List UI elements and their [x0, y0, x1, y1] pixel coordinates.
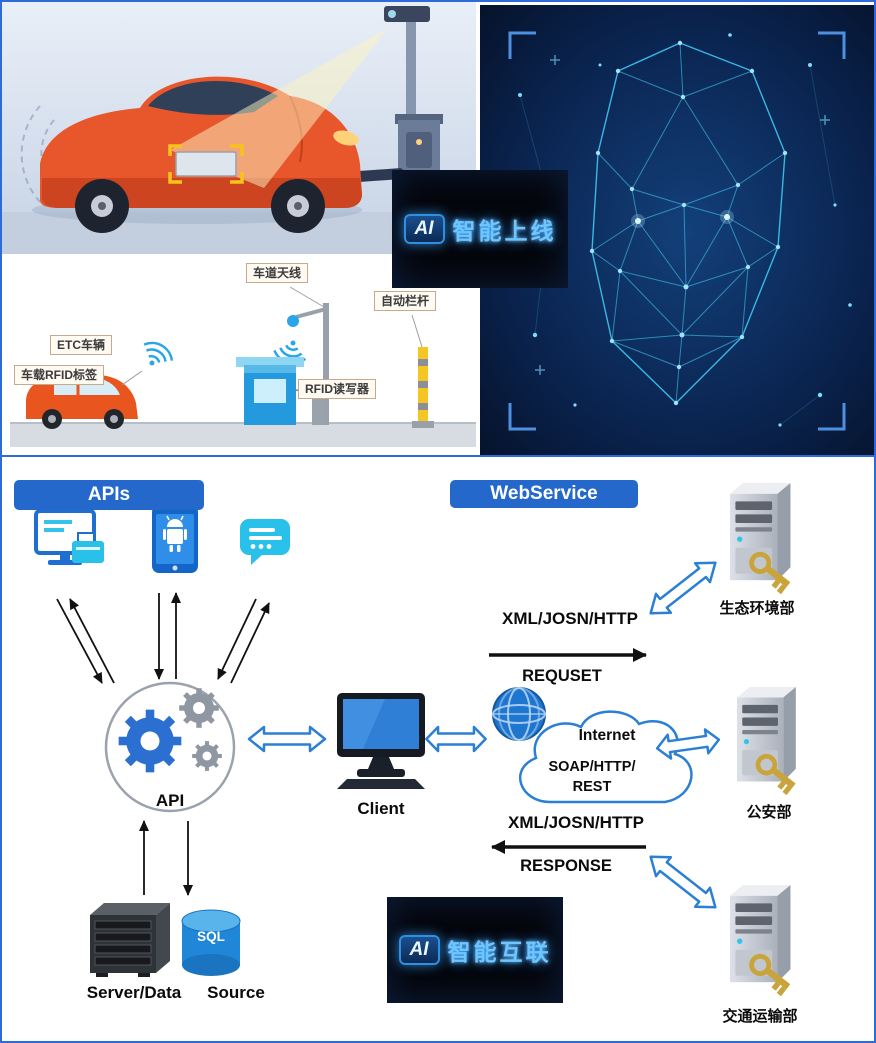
- radar-waves-icon: [20, 105, 55, 203]
- label-etc-vehicle: ETC车辆: [50, 335, 113, 356]
- focus-brackets: [508, 31, 846, 431]
- pos-terminal-icon: [34, 509, 104, 565]
- server-icon-police: [737, 687, 799, 795]
- auto-barrier-icon: [411, 314, 434, 428]
- etc-toll-panel: 车道天线 自动栏杆 ETC车辆 车载RFID标签 RFID读写器: [10, 257, 476, 457]
- response-label: RESPONSE: [520, 857, 612, 875]
- etc-road: [10, 423, 476, 447]
- ai-online-banner: AI 智能上线: [392, 170, 568, 288]
- label-rfid-tag: 车载RFID标签: [14, 365, 104, 386]
- request-label: REQUSET: [522, 667, 602, 685]
- label-lane-antenna: 车道天线: [246, 263, 309, 284]
- camera-scan-beam: [170, 28, 388, 188]
- chat-bubble-icon: [240, 519, 290, 565]
- face-mesh-icon: [589, 40, 788, 406]
- ai-connect-banner: AI 智能互联: [387, 897, 563, 1003]
- api-connection-arrows: [56, 592, 270, 684]
- client-computer-icon: [337, 693, 425, 789]
- ai-logo: AI: [398, 935, 440, 965]
- toll-booth-icon: [236, 357, 304, 425]
- internet-cloud: [518, 710, 693, 804]
- data-server-icon: [90, 903, 170, 977]
- sql-database-icon: [181, 909, 241, 976]
- ai-logo: AI: [403, 214, 445, 244]
- webservice-heading: WebService: [450, 480, 638, 508]
- plus-marks: [535, 55, 830, 375]
- sql-label: SQL: [197, 929, 225, 944]
- api-data-arrows: [139, 820, 193, 896]
- server-icon-ecology: [730, 483, 794, 594]
- label-rfid-reader: RFID读写器: [298, 379, 376, 400]
- ai-connect-text: 智能互联: [447, 939, 552, 965]
- ai-online-text: 智能上线: [452, 218, 557, 244]
- server-label-transport: 交通运输部: [722, 1008, 798, 1025]
- label-auto-barrier: 自动栏杆: [374, 291, 437, 312]
- soap-protocol-line2: REST: [572, 779, 612, 795]
- diagram-art: [34, 457, 874, 1043]
- api-architecture-diagram: APIs WebService API Client Internet SOAP…: [2, 455, 874, 1041]
- request-protocol-label: XML/JOSN/HTTP: [501, 609, 638, 628]
- api-label: API: [155, 791, 185, 810]
- server-label-police: 公安部: [746, 804, 792, 821]
- server-icon-transport: [730, 885, 794, 996]
- client-label: Client: [357, 799, 405, 818]
- response-protocol-label: XML/JOSN/HTTP: [507, 813, 644, 832]
- internet-label: Internet: [578, 727, 636, 744]
- apis-heading: APIs: [14, 480, 204, 510]
- license-plate-icon: [168, 144, 244, 184]
- soap-protocol-line1: SOAP/HTTP/: [548, 759, 636, 775]
- server-data-label: Server/Data: [86, 983, 182, 1002]
- internet-globe-icon: [492, 687, 546, 741]
- api-gears-icon: [104, 681, 236, 813]
- lane-antenna-icon: [271, 286, 329, 425]
- smartphone-icon: [152, 505, 198, 573]
- source-label: Source: [207, 983, 265, 1002]
- server-label-ecology: 生态环境部: [719, 600, 795, 617]
